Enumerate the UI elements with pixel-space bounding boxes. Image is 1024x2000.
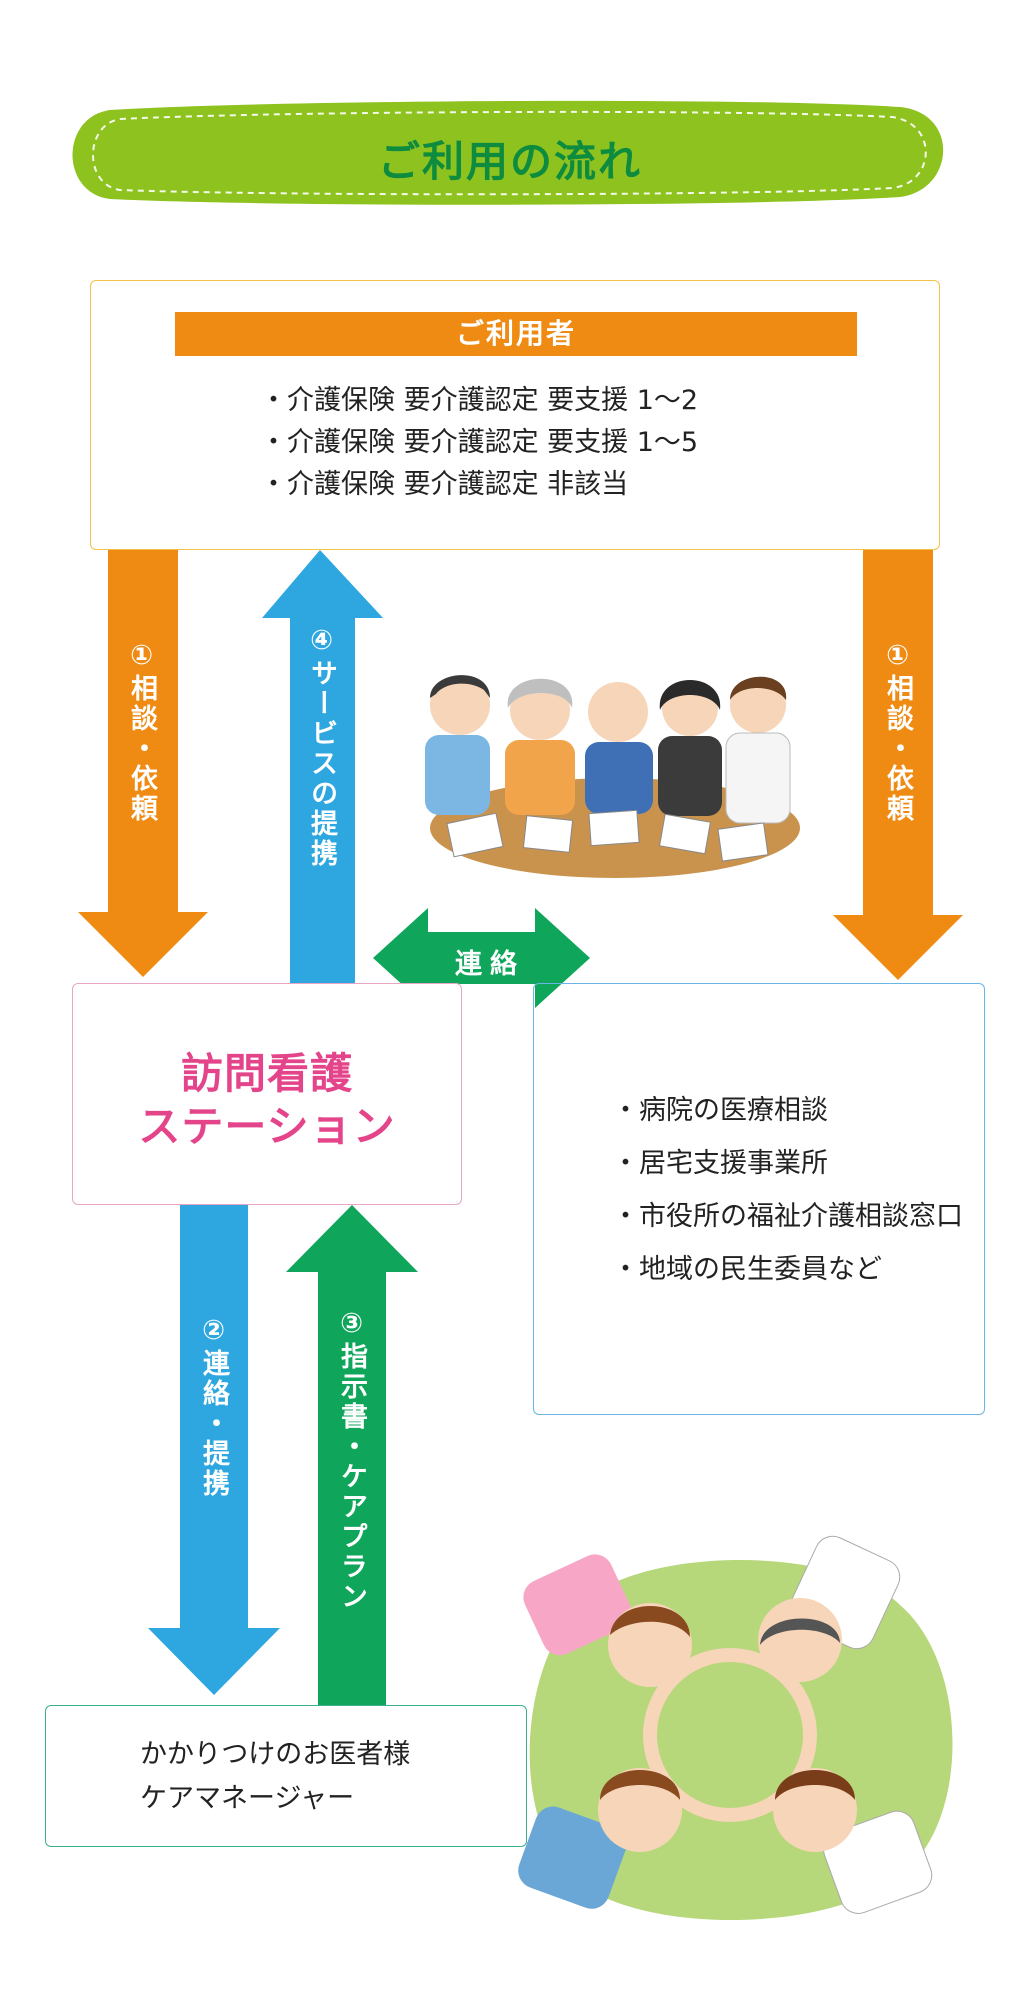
arrow-consult-right — [833, 550, 963, 980]
station-name-line2: ステーション — [138, 1102, 396, 1151]
arrow-service — [262, 550, 383, 983]
arrow-liaison — [148, 1205, 280, 1695]
label-service: ④サービスの提携 — [306, 625, 337, 869]
list-item: ・病院の医療相談 — [612, 1095, 828, 1126]
label-consult-left: ①相談・依頼 — [126, 640, 157, 824]
related-box — [533, 983, 985, 1415]
list-item: ・市役所の福祉介護相談窓口 — [612, 1201, 963, 1232]
list-item: ・地域の民生委員など — [612, 1254, 882, 1285]
title-banner — [72, 100, 944, 205]
label-contact: 連絡 — [455, 949, 525, 980]
label-instructions: ③指示書・ケアプラン — [336, 1308, 367, 1612]
label-consult-right: ①相談・依頼 — [882, 640, 913, 824]
list-item: ・介護保険 要介護認定 要支援 1〜2 — [260, 385, 699, 416]
station-name-line1: 訪問看護 — [180, 1049, 353, 1098]
related-organizations-list: ・病院の医療相談 ・居宅支援事業所 ・市役所の福祉介護相談窓口 ・地域の民生委員… — [612, 1090, 968, 1302]
page-title: ご利用の流れ — [377, 137, 642, 186]
user-box — [90, 280, 940, 550]
meeting-illustration — [425, 675, 800, 878]
doctor-box — [45, 1705, 527, 1847]
doctor-line2: ケアマネージャー — [140, 1783, 355, 1814]
list-item: ・介護保険 要介護認定 要支援 1〜5 — [260, 427, 699, 458]
arrow-instructions — [286, 1205, 418, 1705]
list-item: ・介護保険 要介護認定 非該当 — [260, 469, 629, 500]
arrow-consult-left — [78, 550, 208, 977]
doctor-line1: かかりつけのお医者様 — [140, 1739, 411, 1770]
label-liaison: ②連絡・提携 — [198, 1315, 229, 1499]
user-header: ご利用者 — [175, 312, 857, 356]
list-item: ・居宅支援事業所 — [612, 1148, 828, 1179]
team-circle-illustration — [518, 1535, 953, 1920]
station-box — [72, 983, 462, 1205]
user-conditions-list: ・介護保険 要介護認定 要支援 1〜2 ・介護保険 要介護認定 要支援 1〜5 … — [260, 380, 698, 506]
